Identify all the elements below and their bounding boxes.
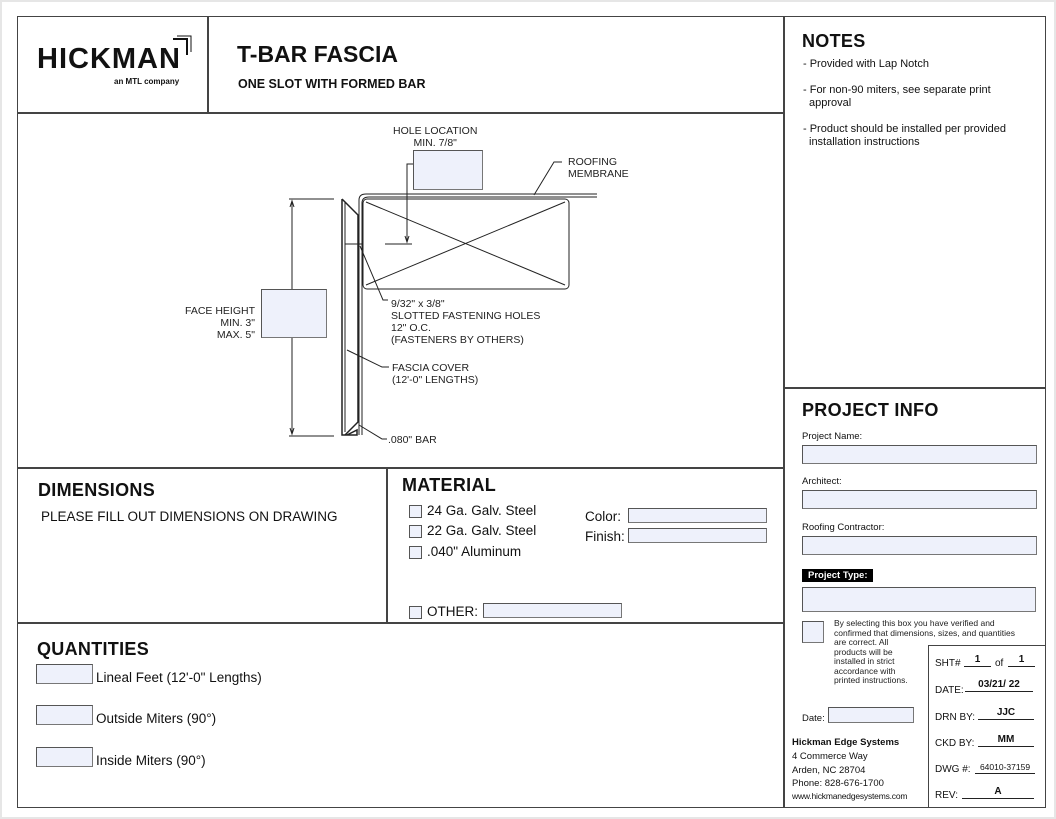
sht-value: 1 [964, 654, 991, 667]
ckd-value: MM [978, 734, 1034, 747]
date-label: DATE: [935, 685, 964, 696]
lineal-feet-input[interactable] [36, 664, 93, 684]
project-info-heading: PROJECT INFO [802, 400, 939, 420]
outer-frame [17, 16, 1046, 808]
dimensions-heading: DIMENSIONS [38, 480, 156, 500]
divider [207, 16, 209, 113]
company-address: 4 Commerce Way [792, 751, 868, 762]
architect-input[interactable] [802, 490, 1037, 509]
material-checkbox-other[interactable] [409, 606, 422, 619]
divider [17, 112, 784, 114]
company-name: Hickman Edge Systems [792, 737, 900, 748]
roofing-contractor-input[interactable] [802, 536, 1037, 555]
nailer-block [362, 198, 570, 290]
x-line [365, 201, 566, 286]
material-checkbox-22ga[interactable] [409, 525, 422, 538]
note-item: - For non-90 miters, see separate print [803, 84, 991, 96]
page-subtitle: ONE SLOT WITH FORMED BAR [238, 77, 426, 91]
company-website[interactable]: www.hickmanedgesystems.com [792, 791, 908, 801]
other-label: OTHER: [427, 604, 479, 619]
bar-leader [358, 424, 387, 440]
bar-label: .080" BAR [388, 434, 437, 446]
quantity-label: Outside Miters (90°) [96, 711, 217, 726]
quantity-label: Lineal Feet (12'-0" Lengths) [96, 670, 262, 685]
material-option: 24 Ga. Galv. Steel [427, 503, 537, 518]
logo: HICKMAN [37, 43, 181, 75]
finish-label: Finish: [585, 529, 625, 544]
dwg-label: DWG #: [935, 764, 971, 775]
fascia-cover [341, 198, 359, 436]
drn-label: DRN BY: [935, 712, 976, 723]
quantities-heading: QUANTITIES [37, 639, 150, 659]
divider [17, 467, 784, 469]
dwg-value: 64010-37159 [975, 761, 1035, 774]
material-heading: MATERIAL [402, 475, 497, 495]
rev-value: A [962, 786, 1034, 799]
material-checkbox-aluminum[interactable] [409, 546, 422, 559]
date-input[interactable] [828, 707, 914, 723]
hole-location-input[interactable] [413, 150, 483, 190]
roofing-contractor-label: Roofing Contractor: [802, 522, 885, 533]
divider [17, 622, 784, 624]
holes-leader [359, 245, 388, 301]
date-value: 03/21/ 22 [965, 679, 1033, 692]
logo-tagline: an MTL company [114, 77, 180, 86]
date-label: Date: [802, 713, 825, 724]
sht-label: SHT# [935, 658, 961, 669]
ckd-label: CKD BY: [935, 738, 975, 749]
divider [386, 467, 388, 623]
color-label: Color: [585, 509, 622, 524]
finish-input[interactable] [628, 528, 767, 543]
dimensions-instruction: PLEASE FILL OUT DIMENSIONS ON DRAWING [41, 509, 338, 524]
material-checkbox-24ga[interactable] [409, 505, 422, 518]
project-type-input[interactable] [802, 587, 1036, 612]
project-name-label: Project Name: [802, 431, 863, 442]
cover-leader [346, 349, 389, 368]
architect-label: Architect: [802, 476, 842, 487]
company-phone: Phone: 828-676-1700 [792, 778, 884, 789]
material-option: .040" Aluminum [427, 544, 522, 559]
note-item: installation instructions [809, 136, 920, 148]
membrane-line [361, 196, 597, 435]
verify-checkbox[interactable] [802, 621, 824, 643]
project-type-label: Project Type: [802, 569, 874, 582]
color-input[interactable] [628, 508, 767, 523]
title-block [928, 645, 1046, 808]
notes-heading: NOTES [802, 31, 866, 51]
project-name-input[interactable] [802, 445, 1037, 464]
company-city: Arden, NC 28704 [792, 765, 866, 776]
fascia-cover [341, 199, 358, 436]
face-height-input[interactable] [261, 289, 327, 338]
membrane-leader [533, 161, 562, 196]
membrane-line [358, 193, 597, 435]
divider [783, 387, 1046, 389]
note-item: - Provided with Lap Notch [803, 58, 929, 70]
fascia-cover-label: FASCIA COVER(12'-0" LENGTHS) [392, 362, 479, 386]
divider [783, 16, 785, 808]
note-item: - Product should be installed per provid… [803, 123, 1007, 135]
inside-miters-input[interactable] [36, 747, 93, 767]
verify-text: By selecting this box you have verified … [834, 618, 1015, 685]
of-label: of [995, 658, 1004, 669]
material-option: 22 Ga. Galv. Steel [427, 523, 537, 538]
rev-label: REV: [935, 790, 958, 801]
logo-corner-mark [173, 35, 192, 55]
page-title: T-BAR FASCIA [237, 41, 398, 67]
drn-value: JJC [978, 707, 1034, 720]
outside-miters-input[interactable] [36, 705, 93, 725]
quantity-label: Inside Miters (90°) [96, 753, 206, 768]
note-item: approval [809, 97, 852, 109]
other-input[interactable] [483, 603, 622, 618]
of-value: 1 [1008, 654, 1035, 667]
